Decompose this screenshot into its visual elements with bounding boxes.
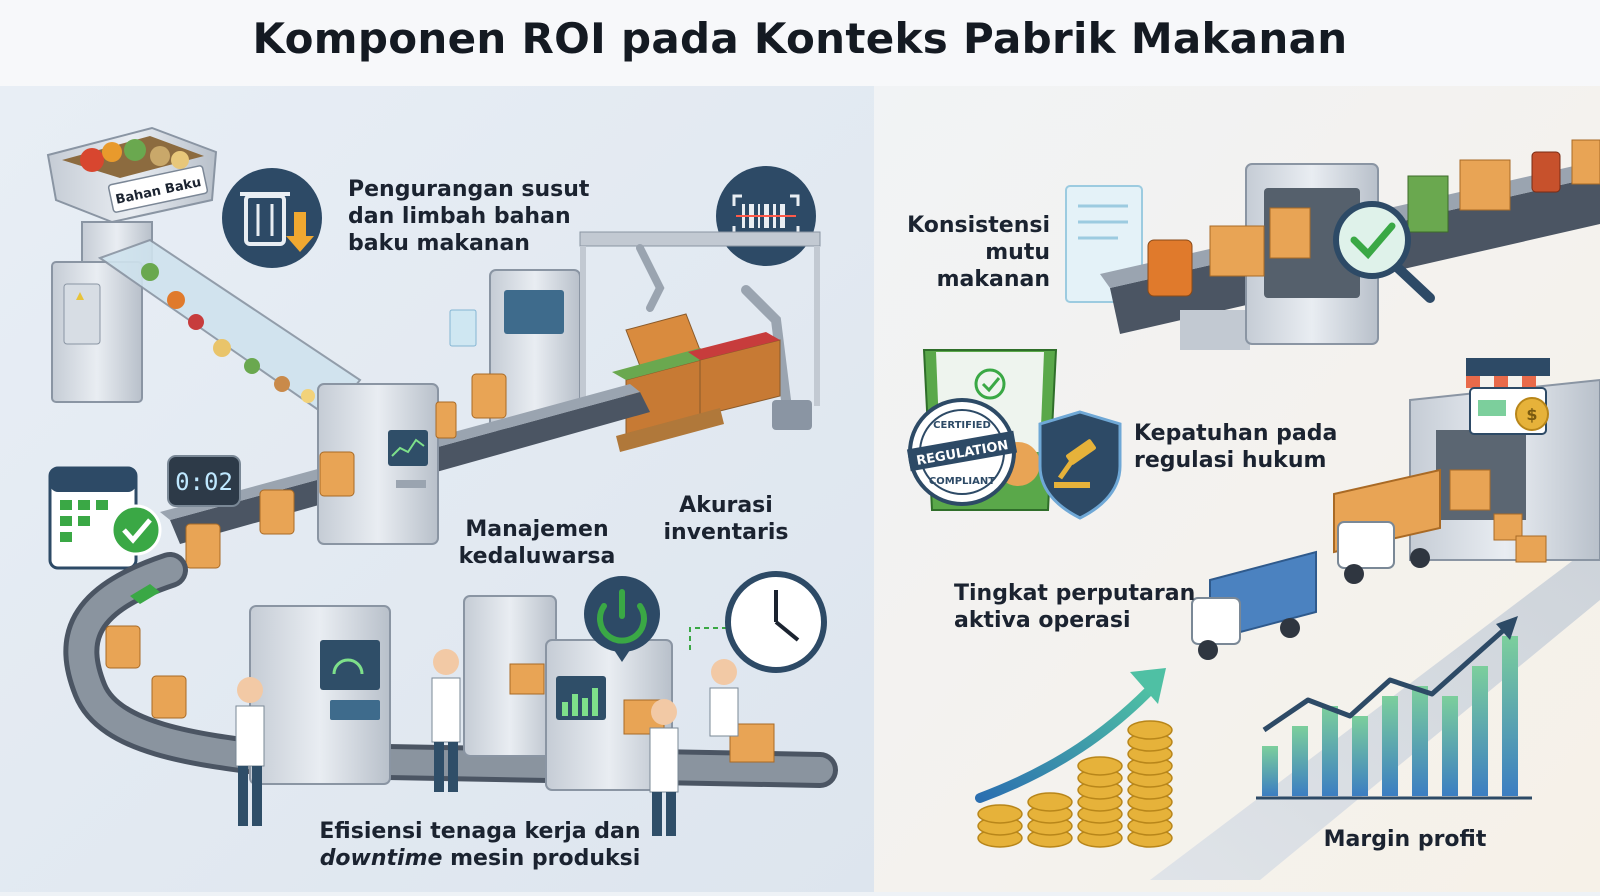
label-labor-efficiency: Efisiensi tenaga kerja dan downtime mesi… bbox=[300, 818, 660, 872]
label-efficiency-line-1: Efisiensi tenaga kerja dan bbox=[319, 819, 641, 844]
label-efficiency-line-2: mesin produksi bbox=[442, 846, 641, 871]
shop-icon: $ bbox=[1466, 358, 1550, 435]
profit-bar bbox=[1292, 726, 1308, 796]
label-regulatory-compliance: Kepatuhan pada regulasi hukum bbox=[1134, 420, 1337, 474]
label-quality-line-3: makanan bbox=[936, 267, 1050, 292]
label-expiry-line-2: kedaluwarsa bbox=[458, 544, 616, 569]
raw-material-hopper: Bahan Baku bbox=[46, 126, 218, 403]
label-compliance-line-1: Kepatuhan pada bbox=[1134, 421, 1338, 446]
curved-conveyor bbox=[63, 552, 838, 788]
label-waste-line-2: dan limbah bahan bbox=[348, 204, 571, 229]
profit-bar bbox=[1442, 696, 1458, 796]
label-waste-reduction: Pengurangan susut dan limbah bahan baku … bbox=[348, 176, 589, 257]
shield-gavel-icon bbox=[1038, 410, 1122, 520]
label-compliance-line-2: regulasi hukum bbox=[1134, 448, 1327, 473]
warehouse bbox=[1409, 378, 1600, 563]
badge-compliant: COMPLIANT bbox=[929, 476, 995, 487]
label-inventory-line-1: Akurasi bbox=[679, 493, 773, 518]
profit-bar bbox=[1472, 666, 1488, 796]
label-waste-line-3: baku makanan bbox=[348, 231, 530, 256]
barcode-scan-icon bbox=[716, 166, 816, 266]
production-machines bbox=[249, 595, 775, 791]
label-quality-line-2: mutu bbox=[985, 240, 1050, 265]
label-turnover-line-2: aktiva operasi bbox=[954, 608, 1131, 633]
orange-truck bbox=[1333, 468, 1441, 584]
label-waste-line-1: Pengurangan susut bbox=[348, 177, 590, 202]
profit-bar bbox=[1352, 716, 1368, 796]
coin bbox=[977, 804, 1023, 824]
regulation-badge: CERTIFIED REGULATION COMPLIANT bbox=[906, 398, 1018, 506]
page-title: Komponen ROI pada Konteks Pabrik Makanan bbox=[252, 14, 1348, 63]
workers bbox=[235, 649, 739, 836]
label-margin-profit: Margin profit bbox=[1323, 827, 1487, 852]
label-expiry-line-1: Manajemen bbox=[465, 517, 609, 542]
label-quality-consistency: Konsistensi mutu makanan bbox=[880, 212, 1050, 293]
coin bbox=[1127, 720, 1173, 740]
coin bbox=[1027, 792, 1073, 812]
ingredient-chute bbox=[97, 238, 362, 420]
magnifier-check-icon bbox=[1333, 201, 1435, 303]
badge-certified: CERTIFIED bbox=[933, 420, 991, 431]
label-inventory-line-2: inventaris bbox=[663, 520, 789, 545]
quality-conveyor bbox=[1100, 139, 1600, 350]
profit-bar bbox=[1382, 696, 1398, 796]
profit-bar bbox=[1322, 706, 1338, 796]
calendar-icon bbox=[48, 466, 162, 570]
product-bags-top bbox=[185, 373, 507, 569]
growth-arrow bbox=[975, 668, 1166, 803]
coin bbox=[1077, 756, 1123, 776]
digital-timer: 0:02 bbox=[167, 455, 241, 507]
profit-bar bbox=[1262, 746, 1278, 796]
power-icon bbox=[584, 576, 660, 662]
robotic-cell bbox=[449, 231, 821, 452]
clock-icon bbox=[689, 571, 827, 673]
coin-stacks bbox=[977, 720, 1173, 848]
label-expiry-management: Manajemen kedaluwarsa bbox=[452, 516, 622, 570]
label-efficiency-downtime: downtime bbox=[319, 846, 443, 871]
label-turnover-line-1: Tingkat perputaran bbox=[954, 581, 1196, 606]
profit-bars bbox=[1262, 636, 1518, 796]
waste-reduction-icon bbox=[222, 168, 322, 268]
label-quality-line-1: Konsistensi bbox=[907, 213, 1050, 238]
profit-bar bbox=[1412, 686, 1428, 796]
profit-bar bbox=[1502, 636, 1518, 796]
label-inventory-accuracy: Akurasi inventaris bbox=[656, 492, 796, 546]
label-asset-turnover: Tingkat perputaran aktiva operasi bbox=[954, 580, 1195, 634]
margin-profit-chart bbox=[1256, 616, 1532, 800]
timer-readout: 0:02 bbox=[175, 468, 233, 496]
inspection-tunnel bbox=[317, 383, 439, 545]
svg-text:$: $ bbox=[1526, 405, 1537, 424]
blue-truck bbox=[1191, 550, 1317, 660]
